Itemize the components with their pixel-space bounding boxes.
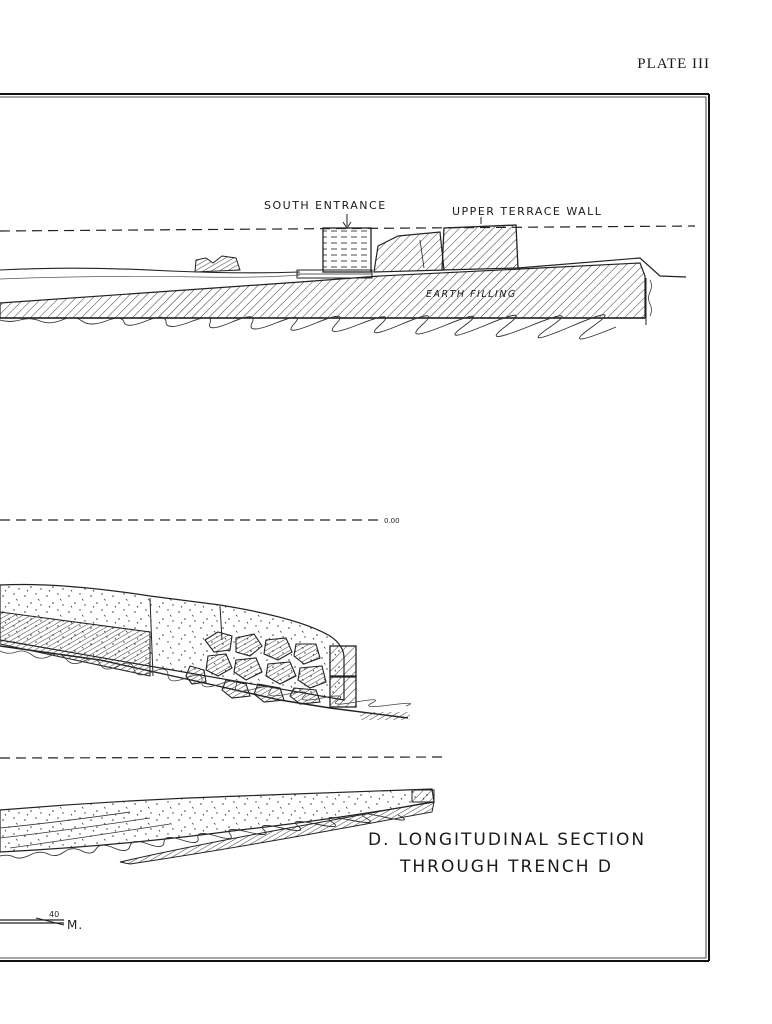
upper-terrace-wall-label: UPPER TERRACE WALL xyxy=(452,205,602,218)
section-d-hatched-base xyxy=(119,801,435,865)
section-d: D. LONGITUDINAL SECTION THROUGH TRENCH D xyxy=(0,756,646,877)
section-d-reference-line xyxy=(0,756,449,759)
scale-value: 40 xyxy=(49,910,59,919)
section-d-title-line1: D. LONGITUDINAL SECTION xyxy=(368,830,646,850)
ground-base-texture xyxy=(0,314,617,340)
section-d-ground-line xyxy=(0,813,405,859)
upper-section: SOUTH ENTRANCE UPPER TERRACE WALL EARTH … xyxy=(0,199,696,340)
middle-section xyxy=(0,583,411,720)
plate-frame xyxy=(0,93,710,962)
scale-bar: 40 M. xyxy=(0,910,83,932)
earth-filling-label: EARTH FILLING xyxy=(426,289,517,300)
section-d-title-line2: THROUGH TRENCH D xyxy=(399,857,613,877)
ashlar-block-lower xyxy=(329,676,357,708)
fallen-stone xyxy=(373,231,445,273)
plate-label: PLATE III xyxy=(637,56,710,72)
upper-terrace-wall xyxy=(441,224,519,271)
datum-label: 0.00 xyxy=(384,517,400,525)
south-entrance-label: SOUTH ENTRANCE xyxy=(264,199,387,212)
upper-reference-line xyxy=(0,225,696,232)
south-entrance-block xyxy=(322,227,372,273)
rubble-block xyxy=(194,255,241,273)
datum-line-group: 0.00 xyxy=(0,517,400,525)
scale-unit: M. xyxy=(67,918,83,932)
ashlar-block-upper xyxy=(329,645,357,677)
hatched-band xyxy=(0,611,151,677)
